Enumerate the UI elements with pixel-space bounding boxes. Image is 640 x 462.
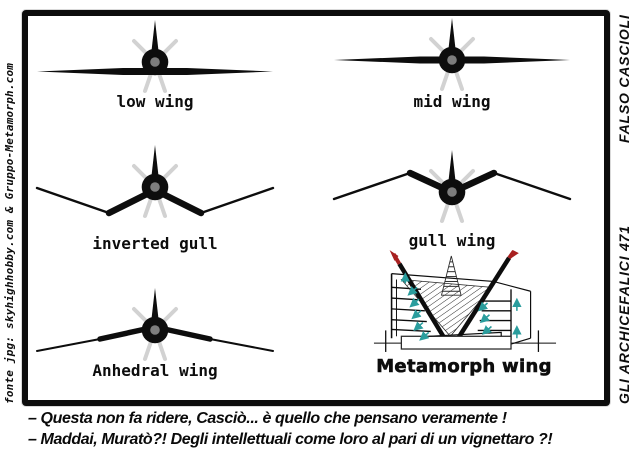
- dialogue-caption: – Questa non fa ridere, Casciò... è quel…: [28, 408, 618, 450]
- source-credit: fonte jpg: skyhighhobby.com & Gruppo-Met…: [3, 62, 16, 404]
- low-wing-diagram: [33, 16, 277, 98]
- dialogue-line-1: – Questa non fa ridere, Casciò... è quel…: [28, 410, 507, 427]
- aircraft-front-view-icon: [332, 150, 572, 223]
- label-anhedral-wing: Anhedral wing: [92, 361, 218, 380]
- label-gull-wing: gull wing: [408, 231, 496, 250]
- aircraft-front-view-icon: [334, 18, 570, 91]
- author-signature: FALSO CASCIOLI: [616, 14, 632, 143]
- aircraft-front-view-icon: [37, 20, 273, 93]
- series-title: GLI ARCHICEFALICI 471: [616, 225, 632, 404]
- anhedral-wing-diagram: [33, 284, 277, 366]
- label-low-wing: low wing: [116, 92, 194, 111]
- label-inverted-gull: inverted gull: [92, 234, 218, 253]
- aircraft-front-view-icon: [35, 145, 275, 218]
- metamorph-building-drawing: [372, 249, 558, 360]
- gull-wing-diagram: [330, 146, 574, 228]
- label-metamorph-wing: Metamorph wing: [376, 356, 552, 378]
- aircraft-front-view-icon: [36, 288, 274, 361]
- dialogue-line-2: – Maddai, Muratò?! Degli intellettuali c…: [28, 431, 553, 448]
- inverted-gull-diagram: [33, 141, 277, 223]
- mid-wing-diagram: [330, 14, 574, 96]
- label-mid-wing: mid wing: [413, 92, 491, 111]
